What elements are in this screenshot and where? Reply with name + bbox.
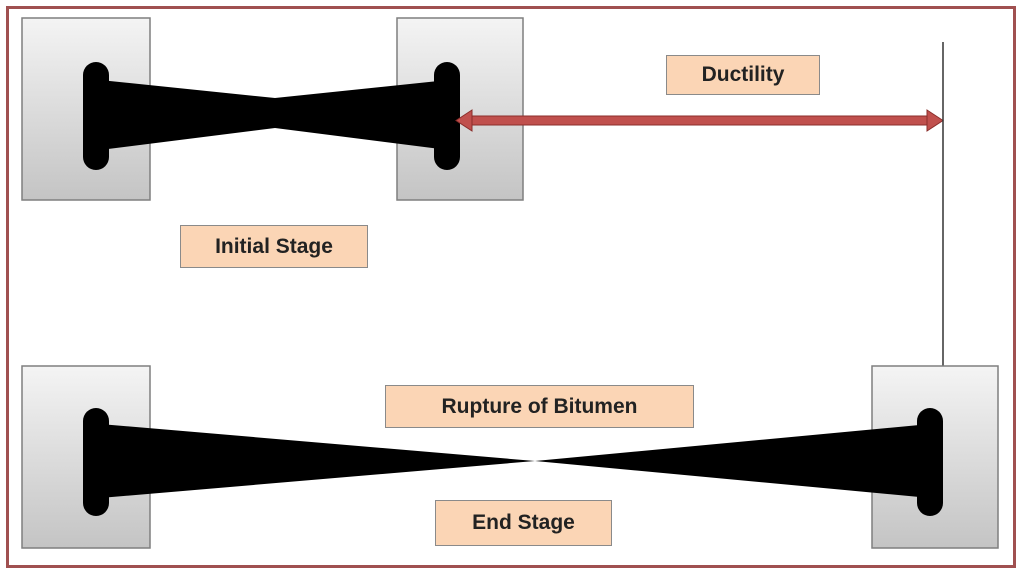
end-stage-label: End Stage [435, 500, 612, 546]
rupture-label: Rupture of Bitumen [385, 385, 694, 428]
initial-stage-label: Initial Stage [180, 225, 368, 268]
ductility-label: Ductility [666, 55, 820, 95]
initial-specimen [83, 62, 460, 170]
ductility-arrow [455, 109, 944, 132]
end-specimen [83, 408, 943, 516]
outer-frame [6, 6, 1016, 568]
